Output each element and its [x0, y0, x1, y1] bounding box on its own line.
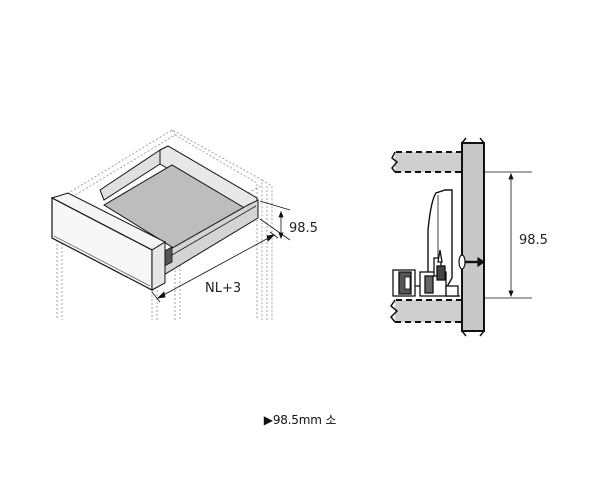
cabinet-side-wall [461, 137, 485, 337]
height-dimension-left [259, 200, 291, 241]
height-dimension-right [484, 171, 532, 299]
lower-shelf [389, 299, 462, 323]
width-dimension-label: NL+3 [205, 281, 241, 296]
mounting-screw [458, 254, 486, 270]
side-section-figure: 98.5 [389, 137, 548, 337]
caption: ▶98.5mm 소 [0, 411, 600, 428]
height-dimension-left-label: 98.5 [289, 221, 318, 236]
upper-shelf [391, 151, 462, 173]
width-dimension [151, 231, 279, 303]
caption-text: 98.5mm 소 [272, 413, 337, 427]
height-dimension-right-label: 98.5 [519, 233, 548, 248]
drawer-front-edge [151, 241, 166, 291]
caption-marker: ▶ [263, 413, 273, 427]
cabinet-isometric-figure: 98.5 NL+3 [50, 129, 318, 320]
runner-mechanism [392, 249, 460, 297]
drawer-body [50, 145, 259, 291]
drawer-left-wall [99, 149, 161, 201]
